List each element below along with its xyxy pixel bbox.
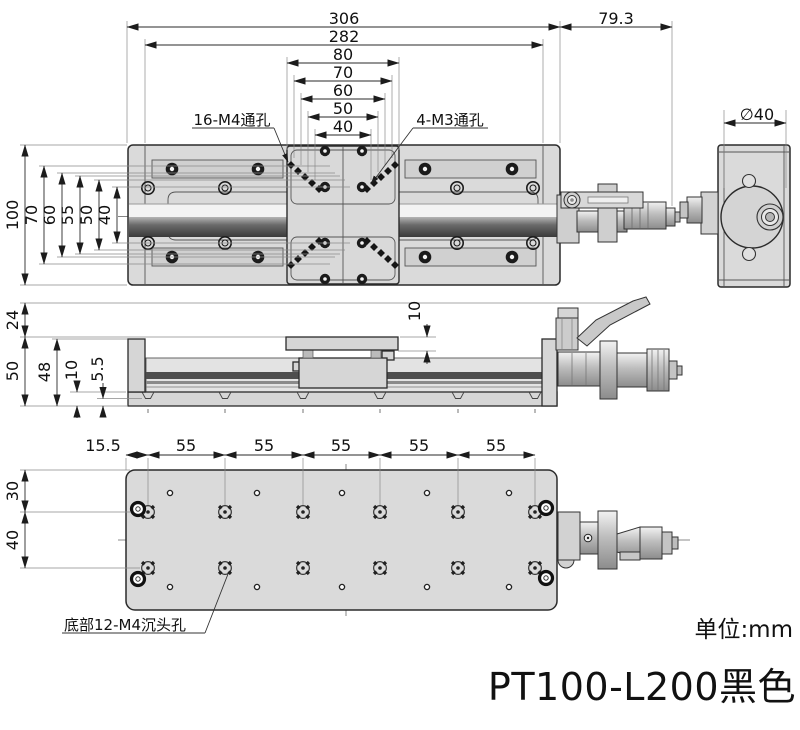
label-m4-through-holes: 16-M4通孔 (194, 111, 271, 129)
dim-height-100: 100 (3, 200, 22, 231)
dim-v50: 50 (77, 205, 96, 225)
bottom-view-micrometer (557, 510, 679, 570)
top-view-dimensions-horizontal: 306 79.3 282 80 70 60 50 40 (126, 9, 673, 206)
dim-55-3: 55 (331, 436, 351, 455)
dim-282: 282 (329, 27, 360, 46)
bottom-view-dimensions: 15.5 55 55 55 55 55 30 40 (3, 436, 536, 569)
micrometer-anvil-rings (756, 203, 784, 231)
bottom-plate (125, 469, 558, 611)
top-view-dimensions-vertical: 100 70 60 55 50 40 (3, 144, 350, 286)
top-view: 306 79.3 282 80 70 60 50 40 100 70 60 5 (3, 9, 692, 286)
dim-50-height: 50 (3, 361, 22, 381)
dim-offset-79-3: 79.3 (598, 9, 634, 28)
dim-length-306: 306 (329, 9, 360, 28)
dim-10-step: 10 (405, 301, 424, 321)
front-view-body (127, 336, 558, 413)
front-view-dimensions: 24 50 48 10 5.5 10 (3, 301, 436, 418)
dim-55-5: 55 (486, 436, 506, 455)
dim-24: 24 (3, 310, 22, 330)
front-view: 24 50 48 10 5.5 10 (3, 296, 683, 418)
dim-v55: 55 (58, 205, 77, 225)
countersink-profile-marks (141, 391, 542, 413)
label-m3-through-holes: 4-M3通孔 (416, 111, 483, 129)
top-view-hole-labels: 16-M4通孔 4-M3通孔 (192, 111, 488, 185)
side-view-knob (679, 191, 719, 235)
front-view-micrometer (557, 340, 683, 400)
dim-55-4: 55 (409, 436, 429, 455)
bottom-view: 15.5 55 55 55 55 55 30 40 底部12-M4沉头孔 (3, 436, 690, 634)
dim-70: 70 (333, 63, 353, 82)
drawing-title: PT100-L200黑色 (488, 665, 796, 709)
dim-diameter-40: ∅40 (740, 105, 774, 124)
front-view-clamp-lever (555, 296, 651, 351)
top-view-micrometer-assembly (556, 183, 681, 244)
side-view-diameter-dim: ∅40 (723, 105, 787, 188)
right-end-block (541, 338, 558, 407)
dim-10-plate: 10 (62, 360, 81, 380)
dim-15-5: 15.5 (85, 436, 121, 455)
carriage-top-plate (285, 336, 399, 351)
dim-55-1: 55 (176, 436, 196, 455)
lever-handle (576, 296, 651, 347)
unit-note: 单位:mm (694, 617, 793, 643)
side-view: ∅40 (679, 105, 791, 288)
dim-50: 50 (333, 99, 353, 118)
dim-80: 80 (333, 45, 353, 64)
dim-60: 60 (333, 81, 353, 100)
dim-55-2: 55 (254, 436, 274, 455)
dim-v40: 40 (95, 205, 114, 225)
label-countersunk-holes: 底部12-M4沉头孔 (64, 616, 186, 634)
dim-48: 48 (35, 362, 54, 382)
bottom-hole-label: 底部12-M4沉头孔 (62, 573, 229, 634)
left-end-plate (127, 338, 146, 393)
dim-v60: 60 (40, 205, 59, 225)
dim-5-5: 5.5 (88, 356, 107, 381)
dim-30: 30 (3, 481, 22, 501)
carriage-body (298, 357, 388, 389)
dim-40-rows: 40 (3, 530, 22, 550)
top-view-platform (286, 145, 400, 285)
bottom-plate-profile (127, 391, 558, 407)
dim-40: 40 (333, 117, 353, 136)
dim-v70: 70 (22, 205, 41, 225)
